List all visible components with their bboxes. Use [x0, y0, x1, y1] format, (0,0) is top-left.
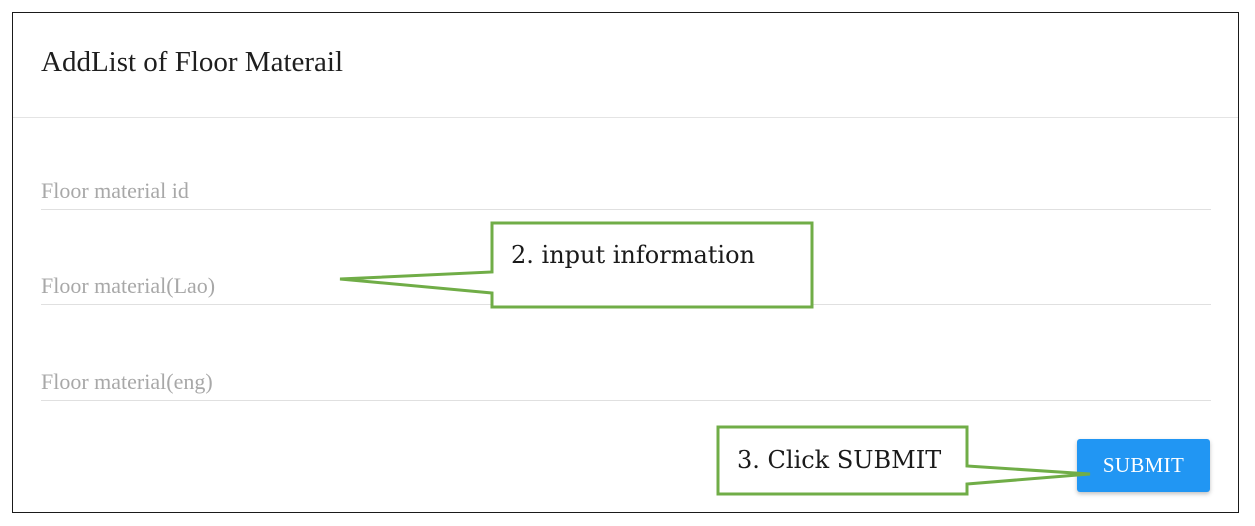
floor-material-lao-field — [41, 268, 1211, 305]
submit-button[interactable]: SUBMIT — [1077, 439, 1210, 492]
floor-material-eng-field — [41, 364, 1211, 401]
floor-material-eng-input[interactable] — [41, 364, 1211, 400]
floor-material-id-field — [41, 173, 1211, 210]
page-title: AddList of Floor Materail — [41, 46, 344, 78]
callout-input-information-text: 2. input information — [511, 241, 755, 269]
callout-click-submit-text: 3. Click SUBMIT — [737, 446, 942, 474]
floor-material-id-input[interactable] — [41, 173, 1211, 209]
floor-material-lao-input[interactable] — [41, 268, 1211, 304]
title-divider — [13, 117, 1238, 118]
